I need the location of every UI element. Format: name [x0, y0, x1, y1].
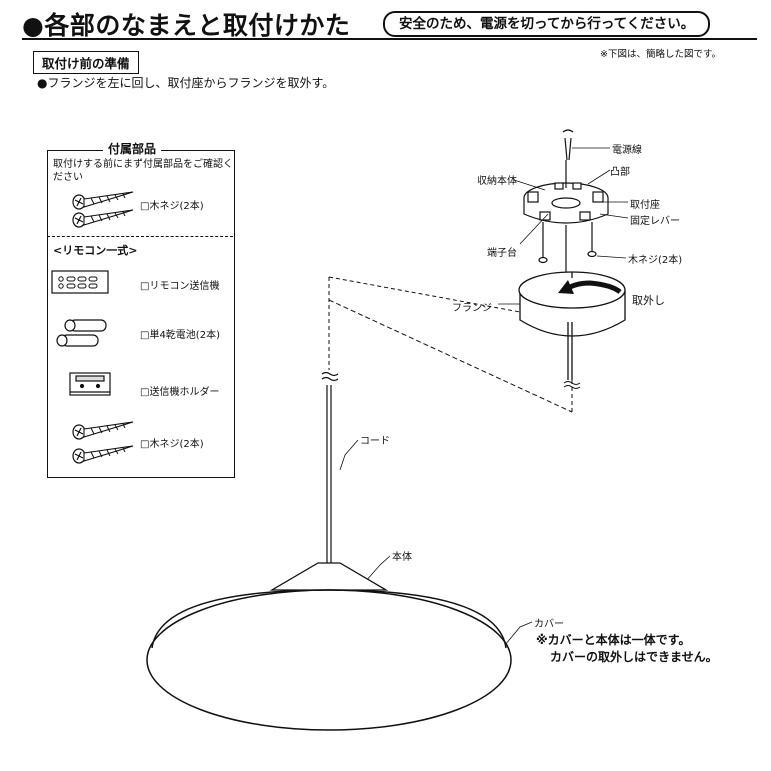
pendant-body — [269, 562, 389, 591]
label-body: 本体 — [392, 552, 412, 563]
wood-screw-icon — [72, 421, 134, 464]
label-convex: 凸部 — [610, 167, 630, 178]
label-lock-lever: 固定レバー — [630, 216, 680, 227]
cover-note-line1: ※カバーと本体は一体です。 — [536, 633, 691, 647]
safety-warning: 安全のため、電源を切ってから行ってください。 — [383, 11, 711, 37]
leader-lines — [339, 147, 629, 646]
part-battery-label: □単4乾電池(2本) — [140, 330, 220, 341]
page-title: ●各部のなまえと取付けかた — [22, 11, 351, 40]
label-flange: フランジ — [452, 303, 492, 314]
simplified-note: ※下図は、簡略した図です。 — [600, 49, 722, 60]
rotate-left-arrow-icon — [558, 280, 622, 294]
part-wood-screw-label: □木ネジ(2本) — [140, 201, 204, 212]
pendant-cover — [146, 589, 512, 731]
remote-set-heading: <リモコン一式> — [53, 244, 138, 257]
wood-screw-icon — [72, 191, 134, 228]
label-power-cord: 電源線 — [612, 145, 642, 156]
label-wood-screw: 木ネジ(2本) — [628, 255, 683, 266]
label-cord: コード — [360, 436, 390, 447]
part-holder-label: □送信機ホルダー — [140, 387, 220, 398]
parts-divider — [47, 236, 233, 237]
parts-title: 付属部品 — [103, 140, 162, 157]
holder-icon — [69, 372, 111, 396]
prep-heading: 取付け前の準備 — [33, 51, 139, 74]
parts-intro: 取付けする前にまず付属部品をご確認ください — [53, 159, 233, 183]
remote-control-icon — [51, 270, 109, 294]
label-terminal: 端子台 — [487, 248, 517, 259]
part-wood-screw-2-label: □木ネジ(2本) — [140, 439, 204, 450]
part-remote-label: □リモコン送信機 — [140, 281, 220, 292]
label-cover: カバー — [534, 619, 564, 630]
cover-note-line2: カバーの取外しはできません。 — [550, 650, 718, 664]
prep-instruction: ●フランジを左に回し、取付座からフランジを取外す。 — [37, 76, 335, 90]
wavy-break-icon — [563, 381, 581, 389]
cord-illustration — [321, 371, 339, 563]
label-housing: 収納本体 — [477, 176, 517, 187]
cover-note: ※カバーと本体は一体です。 カバーの取外しはできません。 — [536, 632, 718, 666]
label-remove: 取外し — [632, 294, 665, 307]
label-mount: 取付座 — [630, 200, 660, 211]
battery-icon — [56, 319, 107, 347]
ceiling-mount-illustration — [523, 129, 609, 272]
title-rule — [22, 38, 757, 40]
